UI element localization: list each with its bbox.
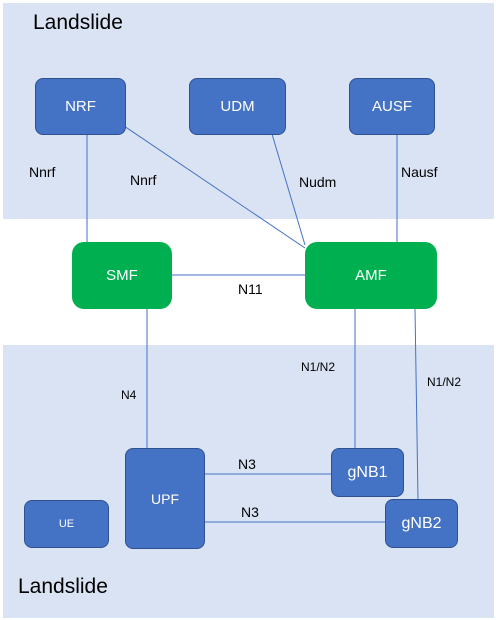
amf-node[interactable]: AMF bbox=[305, 242, 437, 309]
gnb2-node[interactable]: gNB2 bbox=[385, 499, 458, 548]
link-amf-gnb2 bbox=[414, 308, 419, 500]
bottom-region-label: Landslide bbox=[18, 575, 108, 598]
ue-node[interactable]: UE bbox=[24, 500, 109, 548]
nrf-node[interactable]: NRF bbox=[35, 78, 126, 135]
label-smf-upf: N4 bbox=[121, 388, 137, 402]
link-nrf-amf bbox=[123, 125, 306, 249]
smf-node[interactable]: SMF bbox=[72, 242, 172, 309]
upf-node[interactable]: UPF bbox=[125, 448, 205, 549]
udm-node[interactable]: UDM bbox=[189, 78, 286, 135]
label-upf-gnb1: N3 bbox=[238, 456, 256, 472]
gnb1-node[interactable]: gNB1 bbox=[331, 448, 404, 497]
ausf-node[interactable]: AUSF bbox=[349, 78, 435, 135]
label-upf-gnb2: N3 bbox=[241, 504, 259, 520]
label-amf-gnb1: N1/N2 bbox=[301, 360, 336, 374]
bottom-region bbox=[3, 345, 494, 618]
label-nrf-amf: Nnrf bbox=[130, 172, 157, 188]
label-smf-amf: N11 bbox=[238, 281, 263, 297]
label-nrf-smf: Nnrf bbox=[29, 164, 56, 180]
label-ausf-amf: Nausf bbox=[401, 164, 438, 180]
label-udm-amf: Nudm bbox=[299, 174, 337, 190]
top-region-label: Landslide bbox=[33, 11, 123, 34]
link-udm-amf bbox=[271, 133, 306, 246]
label-amf-gnb2: N1/N2 bbox=[427, 375, 462, 389]
